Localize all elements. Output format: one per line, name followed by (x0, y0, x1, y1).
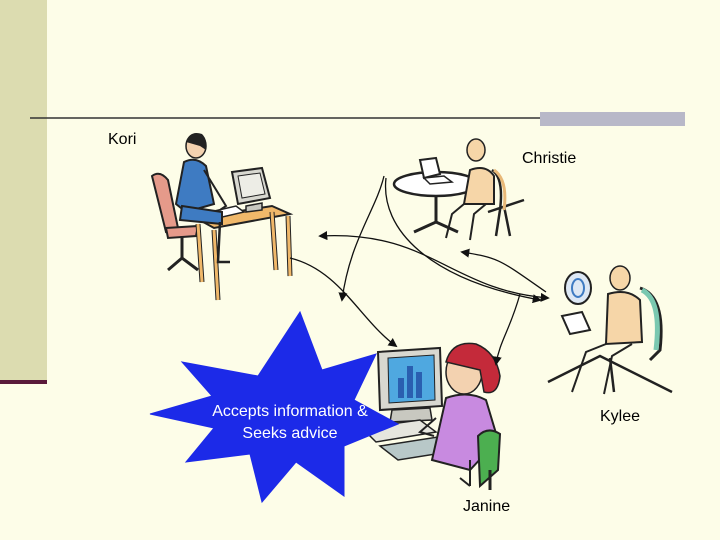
curved-arrow (460, 248, 547, 293)
starburst-shape (149, 310, 400, 504)
starburst-text: Accepts information & Seeks advice (190, 401, 390, 445)
label-kylee: Kylee (600, 408, 641, 425)
curved-arrow (384, 177, 542, 304)
starburst-line-2: Seeks advice (242, 425, 338, 442)
label-janine: Janine (463, 498, 511, 515)
laptop-table-clipart (392, 138, 525, 241)
accent-bar (540, 112, 685, 126)
curved-arrow (338, 175, 385, 302)
laptop-chair-clipart (547, 265, 673, 395)
label-christie: Christie (522, 150, 577, 167)
left-sidebar-edge (0, 380, 47, 384)
left-sidebar-bar (0, 0, 47, 383)
desk-worker-clipart (150, 133, 294, 301)
curved-arrow (492, 293, 521, 366)
starburst-line-1: Accepts information & (212, 403, 368, 420)
computer-user-clipart (360, 342, 502, 490)
label-kori: Kori (108, 131, 137, 148)
curved-arrow (318, 231, 550, 302)
